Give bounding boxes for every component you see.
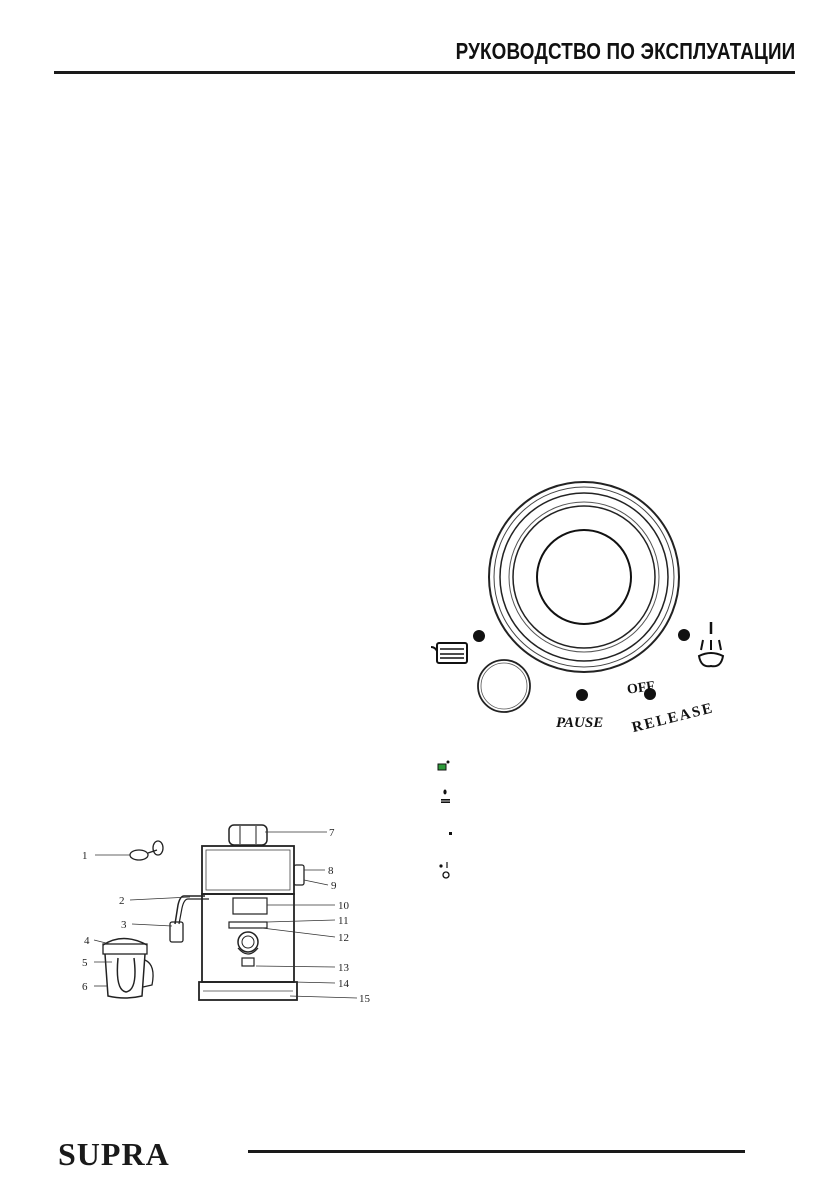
part-number-10: 10 (338, 900, 350, 912)
dial-label-pause: PAUSE (556, 715, 603, 731)
page-header-title: РУКОВОДСТВО ПО ЭКСПЛУАТАЦИИ (455, 38, 795, 64)
part-number-3: 3 (121, 919, 127, 931)
legend-drop-icon (441, 789, 450, 803)
part-number-1: 1 (82, 850, 88, 862)
part-number-12: 12 (338, 932, 349, 944)
brand-logo: SUPRA (58, 1136, 170, 1172)
espresso-machine (198, 824, 305, 1001)
dial-side-ring (477, 659, 531, 713)
header-divider (54, 71, 795, 74)
dial-dot-pause (576, 689, 588, 701)
dial-label-off: OFF (626, 679, 656, 698)
part-number-5: 5 (82, 957, 88, 969)
legend-dot-icon (449, 832, 452, 835)
legend-steam-icon (439, 862, 450, 879)
steam-wand (169, 895, 209, 943)
carafe (102, 937, 154, 999)
dial-outer-ring (488, 481, 680, 673)
part-number-2: 2 (119, 895, 125, 907)
dial-dot-off (644, 688, 656, 700)
part-number-11: 11 (338, 915, 349, 927)
part-number-9: 9 (331, 880, 337, 892)
part-number-15: 15 (359, 993, 371, 1005)
part-number-7: 7 (329, 827, 335, 839)
part-number-14: 14 (338, 978, 350, 990)
footer-divider (248, 1150, 745, 1153)
part-number-4: 4 (84, 935, 90, 947)
steam-icon (697, 622, 725, 668)
legend-cup-icon (437, 760, 450, 771)
part-number-13: 13 (338, 962, 350, 974)
dial-dot-steam (678, 629, 690, 641)
part-number-8: 8 (328, 865, 334, 877)
measuring-spoon (129, 840, 164, 861)
dial-dot-cup (473, 630, 485, 642)
dial-knob-center (536, 529, 632, 625)
part-number-6: 6 (82, 981, 88, 993)
cup-icon (430, 642, 468, 664)
leader-lines (93, 831, 358, 999)
